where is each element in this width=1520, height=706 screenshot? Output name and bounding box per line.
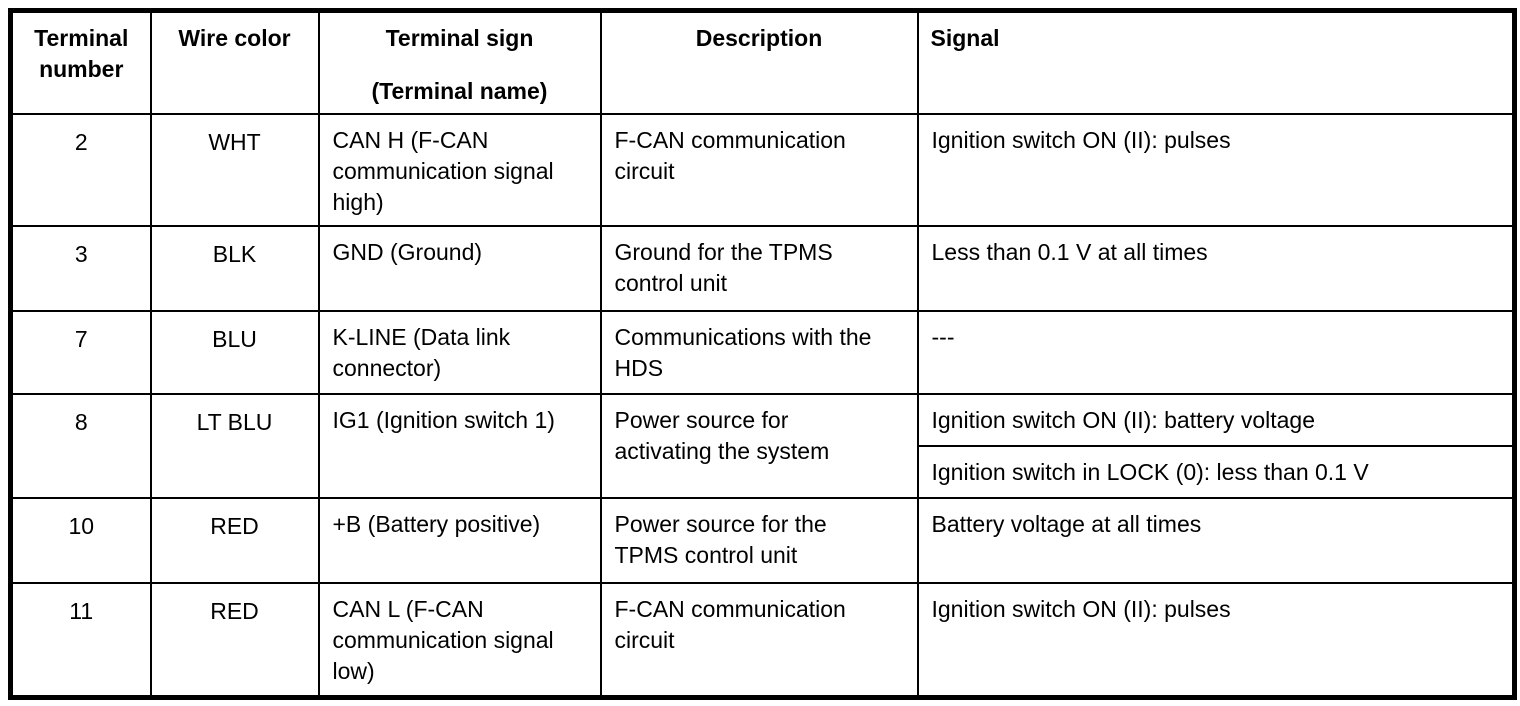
col-header-signal-label: Signal (930, 25, 1000, 51)
wire-color-cell: WHT (149, 112, 320, 227)
terminal-sign-cell: CAN L (F-CAN communication signal low) (317, 581, 602, 699)
description-cell: Power source for activating the system (599, 392, 919, 499)
signal-cell: Battery voltage at all times (916, 496, 1516, 584)
terminal-number-cell: 3 (9, 224, 152, 312)
description-cell: Communications with the HDS (599, 309, 919, 395)
col-header-wire-color-label: Wire color (178, 25, 291, 51)
terminal-number-cell: 11 (9, 581, 152, 699)
table-row-signal-sub: Ignition switch in LOCK (0): less than 0… (11, 444, 1516, 499)
terminal-number-cell: 10 (9, 496, 152, 584)
terminal-sign-cell: IG1 (Ignition switch 1) (317, 392, 602, 499)
col-header-terminal-number-label: Terminal number (34, 25, 129, 82)
signal-cell: Less than 0.1 V at all times (916, 224, 1516, 312)
description-cell: F-CAN communication circuit (599, 112, 919, 227)
signal-cell: --- (916, 309, 1516, 395)
col-header-terminal-sign: Terminal sign (Terminal name) (317, 9, 602, 115)
terminal-function-table: Terminal number Wire color Terminal sign… (8, 8, 1517, 700)
wire-color-cell: BLU (149, 309, 320, 395)
table-header: Terminal number Wire color Terminal sign… (9, 9, 1516, 115)
wire-color-cell: RED (149, 496, 320, 584)
description-cell: F-CAN communication circuit (599, 581, 919, 699)
signal-cell: Ignition switch ON (II): battery voltage (916, 392, 1516, 447)
col-header-terminal-sign-label: Terminal sign (385, 25, 534, 51)
terminal-number-cell: 7 (9, 309, 152, 395)
description-cell: Ground for the TPMS control unit (599, 224, 919, 312)
signal-cell: Ignition switch ON (II): pulses (916, 581, 1516, 699)
description-cell: Power source for the TPMS control unit (599, 496, 919, 584)
col-header-terminal-name-label: (Terminal name) (371, 78, 548, 104)
col-header-terminal-number: Terminal number (9, 9, 152, 115)
col-header-signal: Signal (916, 9, 1516, 115)
terminal-sign-cell: CAN H (F-CAN communication signal high) (317, 112, 602, 227)
wire-color-cell: RED (149, 581, 320, 699)
terminal-sign-cell: +B (Battery positive) (317, 496, 602, 584)
signal-cell: Ignition switch ON (II): pulses (916, 112, 1516, 227)
header-row: Terminal number Wire color Terminal sign… (9, 9, 1516, 115)
terminal-number-cell: 2 (9, 112, 152, 227)
wire-color-cell: BLK (149, 224, 320, 312)
wire-color-cell: LT BLU (149, 392, 320, 499)
col-header-wire-color: Wire color (149, 9, 320, 115)
terminal-sign-cell: K-LINE (Data link connector) (317, 309, 602, 395)
col-header-description-label: Description (695, 25, 823, 51)
signal-cell: Ignition switch in LOCK (0): less than 0… (916, 444, 1516, 499)
col-header-description: Description (599, 9, 919, 115)
terminal-number-cell: 8 (9, 392, 152, 499)
terminal-sign-cell: GND (Ground) (317, 224, 602, 312)
